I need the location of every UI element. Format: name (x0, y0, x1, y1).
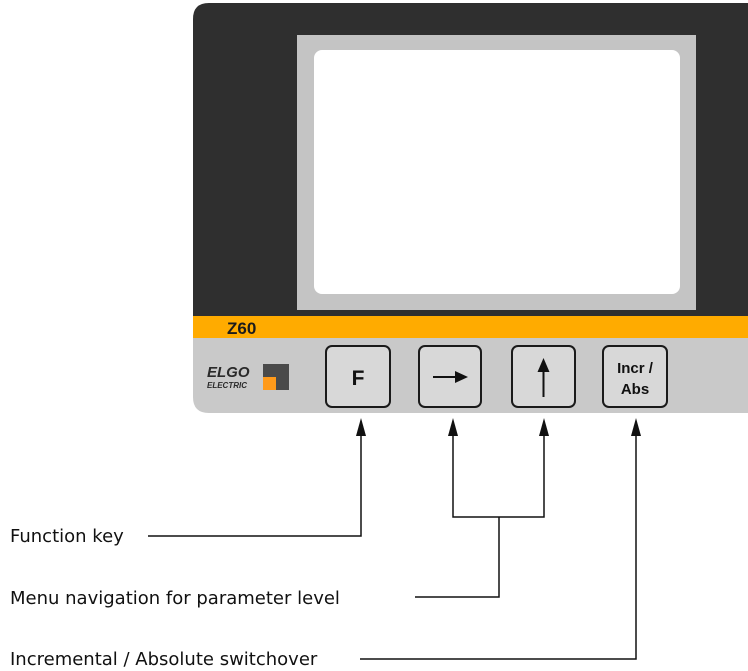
arrowhead-icon (539, 418, 549, 436)
key-f-label: F (352, 367, 365, 390)
key-incr-abs-label-line2: Abs (621, 381, 649, 398)
key-incr-abs-body (602, 345, 668, 408)
up-arrow-icon (537, 358, 550, 397)
key-incr-abs-label-line1: Incr / (617, 360, 654, 377)
key-f-body (325, 345, 391, 408)
callout-label: Menu navigation for parameter level (10, 588, 340, 609)
callout-function-key: Function key (10, 418, 366, 547)
callout-incr-abs: Incremental / Absolute switchover (10, 418, 641, 670)
key-up-arrow (511, 345, 576, 408)
arrowhead-icon (631, 418, 641, 436)
callout-label: Incremental / Absolute switchover (10, 649, 318, 670)
callout-menu-navigation: Menu navigation for parameter level (10, 418, 549, 609)
arrowhead-icon (356, 418, 366, 436)
right-arrow-icon (433, 371, 468, 383)
leader-line (415, 517, 500, 598)
leader-line (452, 434, 545, 518)
logo-accent-icon (263, 377, 276, 390)
leader-line (148, 434, 362, 537)
logo-name: ELGO (207, 364, 250, 381)
callout-label: Function key (10, 526, 124, 547)
elgo-logo: ELGO ELECTRIC (207, 364, 289, 390)
key-f: F (325, 345, 391, 408)
logo-subtitle: ELECTRIC (207, 381, 247, 390)
leader-line (360, 434, 637, 660)
display-screen (314, 50, 680, 294)
arrowhead-icon (448, 418, 458, 436)
key-incr-abs: Incr / Abs (602, 345, 668, 408)
model-label: Z60 (227, 319, 256, 338)
key-right-arrow (418, 345, 482, 408)
model-strip (193, 316, 748, 339)
